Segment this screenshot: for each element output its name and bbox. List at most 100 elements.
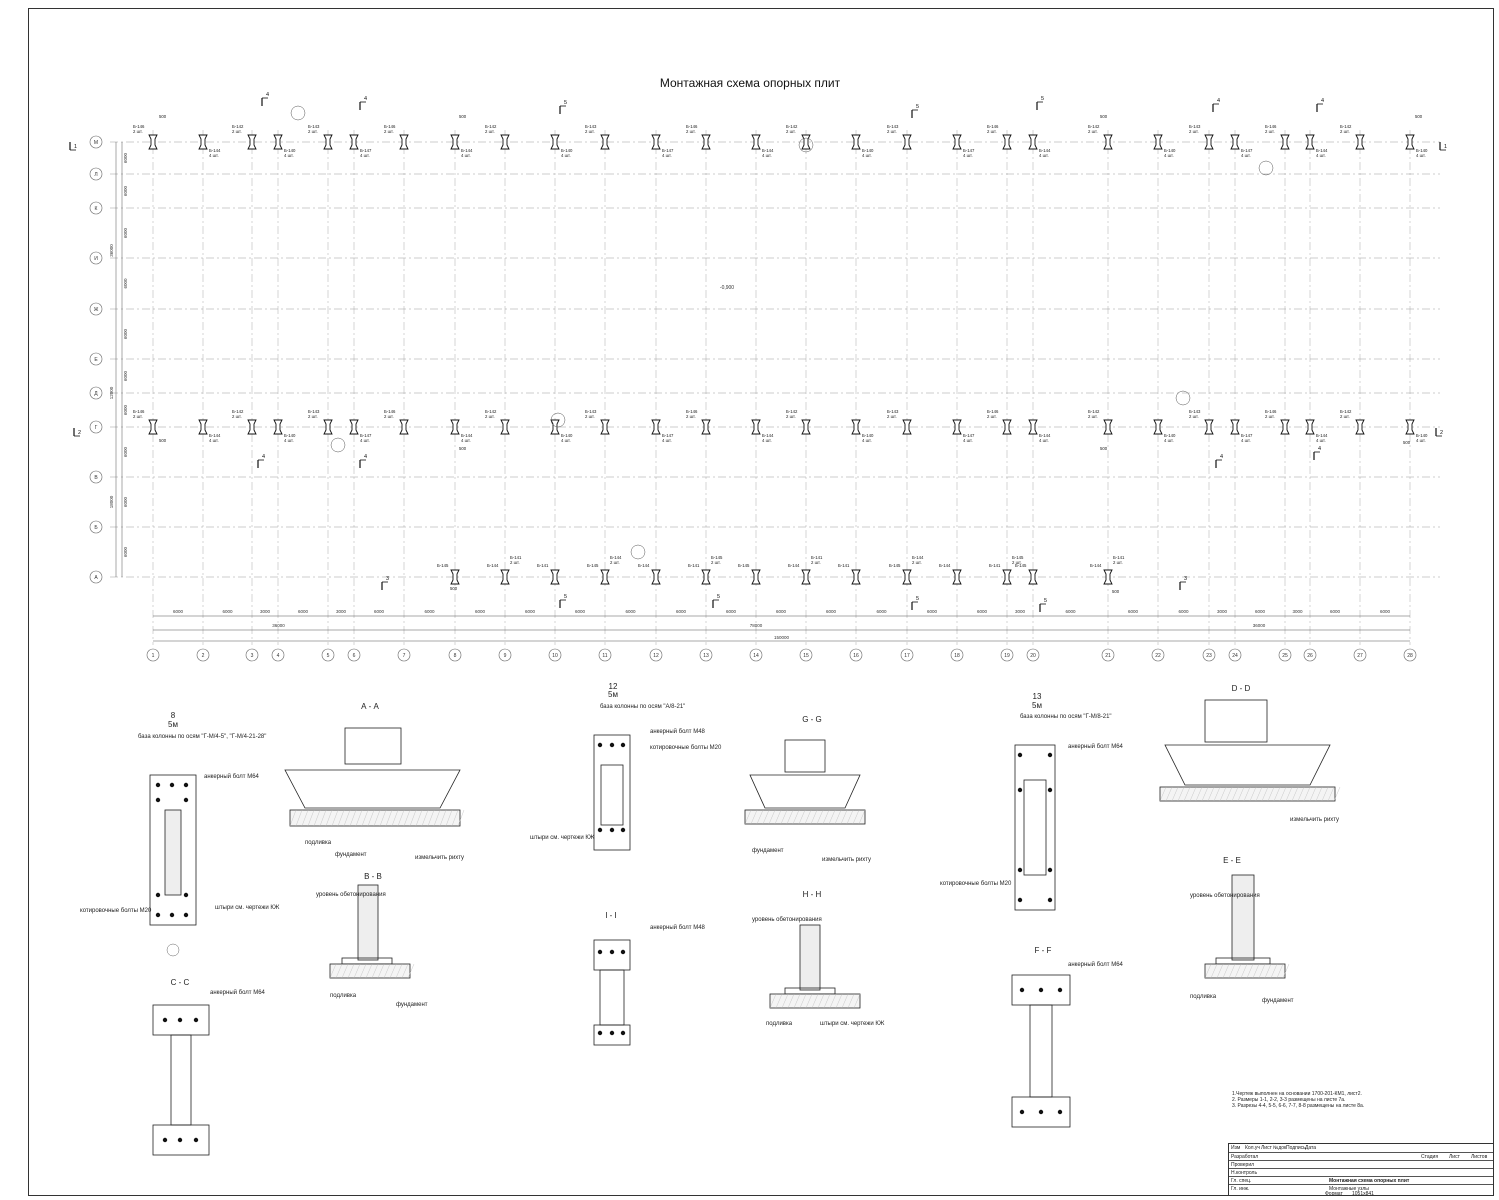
d12-bolts: котировочные болты М20 — [650, 745, 722, 751]
plate-mark: Б-146 — [1265, 409, 1277, 414]
anchor-bolt — [155, 892, 161, 898]
hatch-line — [1219, 786, 1227, 802]
plate-qty: 4 шт. — [461, 438, 471, 443]
ff-anchor: анкерный болт М64 — [1068, 962, 1123, 968]
hatch-line — [1264, 963, 1272, 979]
plate-symbol — [851, 569, 861, 585]
plate-mark: Б-145 — [889, 563, 901, 568]
col-dim-text: 6000 — [625, 609, 636, 614]
col-axis-bubble — [1026, 648, 1040, 662]
plate-mark: Б-145 — [738, 563, 750, 568]
row-axis-label: К — [95, 206, 98, 212]
dim-500: 500 — [459, 446, 467, 451]
detail-12-base — [593, 734, 631, 851]
plate-qty: 4 шт. — [662, 153, 672, 158]
plate-qty: 4 шт. — [360, 438, 370, 443]
plate-symbol — [851, 134, 861, 150]
plate-symbol — [1103, 419, 1113, 435]
plate-symbol — [349, 134, 359, 150]
plate-symbol — [902, 569, 912, 585]
col-axis-bubble — [448, 648, 462, 662]
plate-mark: Б-147 — [662, 433, 674, 438]
plate-mark: Б-142 — [1340, 124, 1352, 129]
plate-qty: 2 шт. — [308, 129, 318, 134]
col-dim-text: 6000 — [977, 609, 988, 614]
col-axis-bubble — [900, 648, 914, 662]
plate-symbol — [952, 134, 962, 150]
hatch-line — [353, 963, 361, 979]
plate-symbol — [349, 419, 359, 435]
row-axis-label: Л — [94, 172, 97, 178]
col-overall-text: 150000 — [774, 635, 790, 640]
section-gg-title: G - G — [802, 715, 822, 724]
anchor-bolt — [169, 912, 175, 918]
gg-column — [784, 739, 826, 773]
hatch-line — [804, 809, 812, 825]
aa-column — [344, 727, 402, 765]
anchor-bolt — [620, 827, 626, 833]
plate-mark: Б-143 — [887, 409, 899, 414]
plate-symbol — [1230, 419, 1240, 435]
row-axis-bubble — [89, 520, 103, 534]
plate-symbol — [600, 419, 610, 435]
plate-mark: Б-144 — [762, 148, 774, 153]
hatch-line — [840, 809, 848, 825]
plate-mark: Б-146 — [384, 409, 396, 414]
col-axis-label: 2 — [202, 653, 205, 659]
anchor-bolt — [193, 1137, 199, 1143]
hatch-line — [792, 809, 800, 825]
gg-weld: измельчить рихту — [822, 857, 872, 863]
hatch-line — [1285, 786, 1293, 802]
section-mark-label: 5 — [1041, 96, 1044, 102]
detail-12-column — [600, 764, 624, 826]
col-axis-bubble — [1403, 648, 1417, 662]
col-axis-label: 26 — [1307, 653, 1313, 659]
dim-500: 500 — [1415, 114, 1423, 119]
col-dim-text: 6000 — [726, 609, 737, 614]
col-axis-bubble — [849, 648, 863, 662]
plate-qty: 2 шт. — [585, 414, 595, 419]
plate-mark: Б-142 — [485, 409, 497, 414]
hatch-line — [847, 993, 855, 1009]
section-ii-title: I - I — [605, 911, 617, 920]
plate-symbol — [1305, 419, 1315, 435]
plate-mark: Б-141 — [510, 555, 522, 560]
plate-symbol — [247, 134, 257, 150]
plate-qty: 4 шт. — [284, 153, 294, 158]
plate-qty: 2 шт. — [786, 129, 796, 134]
plate-mark: Б-144 — [1316, 433, 1328, 438]
col-axis-bubble — [1151, 648, 1165, 662]
plate-symbol — [500, 419, 510, 435]
row-axis-label: В — [94, 475, 98, 481]
plate-mark: Б-140 — [862, 433, 874, 438]
hatch-line — [379, 809, 387, 827]
plate-symbol — [1153, 134, 1163, 150]
hatch-line — [427, 809, 435, 827]
hatch-line — [1195, 786, 1203, 802]
col-dim-text: 6000 — [1128, 609, 1139, 614]
tb-col-date: Дата — [1305, 1145, 1317, 1151]
row-axis-label: А — [94, 575, 98, 581]
col-axis-label: 4 — [277, 653, 280, 659]
anchor-bolt — [597, 742, 603, 748]
hatch-line — [1201, 786, 1209, 802]
hatch-line — [817, 993, 825, 1009]
col-dim-text: 6000 — [1255, 609, 1266, 614]
hatch-line — [1222, 963, 1230, 979]
plate-qty: 4 шт. — [963, 438, 973, 443]
hatch-line — [1255, 786, 1263, 802]
d8-anchor: анкерный болт М64 — [204, 774, 259, 780]
tb-stage: Стадия — [1421, 1154, 1439, 1160]
section-mark-label: 3 — [1184, 576, 1187, 582]
plate-mark: Б-147 — [963, 433, 975, 438]
plate-symbol — [1153, 419, 1163, 435]
hatch-line — [1231, 786, 1239, 802]
plate-qty: 2 шт. — [308, 414, 318, 419]
plate-symbol — [500, 134, 510, 150]
detail-8-caption: база колонны по осям "Г-М/4-5", "Г-М/4-2… — [138, 734, 267, 740]
plate-qty: 2 шт. — [1340, 129, 1350, 134]
hatch-line — [367, 809, 375, 827]
plate-qty: 4 шт. — [963, 153, 973, 158]
hatch-line — [1291, 786, 1299, 802]
col-axis-label: 13 — [703, 653, 709, 659]
